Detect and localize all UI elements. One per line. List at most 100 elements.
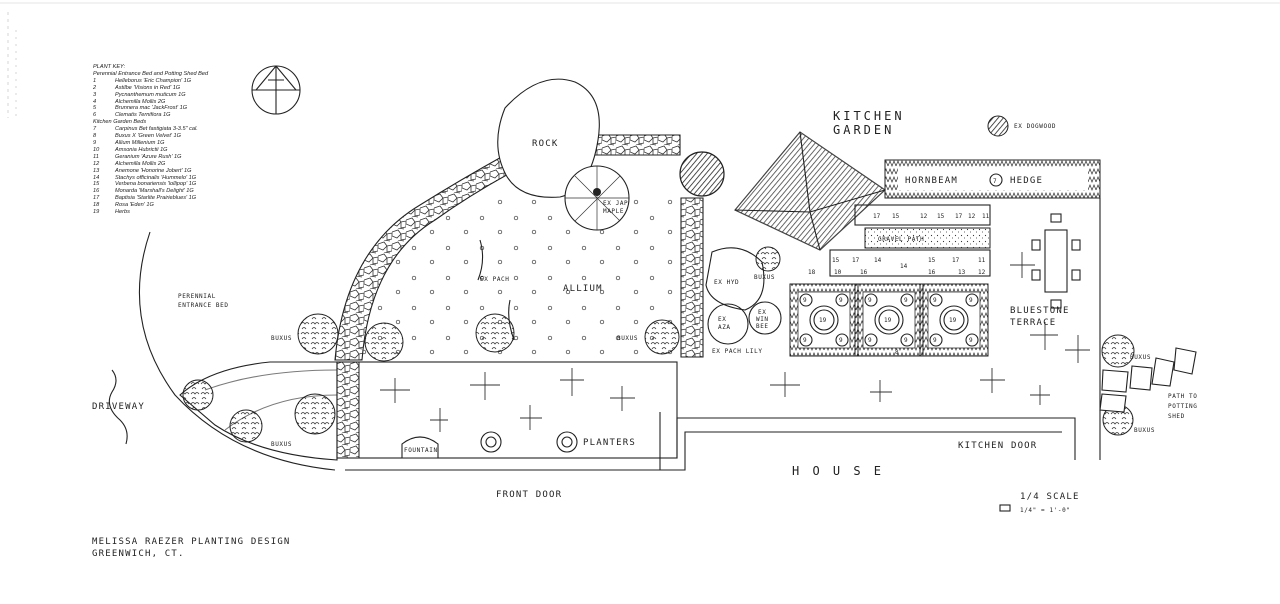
label-buxus-6: BUXUS xyxy=(1134,427,1155,434)
label-fountain: FOUNTAIN xyxy=(404,447,438,454)
margin-marks xyxy=(7,12,17,118)
label-ex-dogwood: EX DOGWOOD xyxy=(1014,123,1056,130)
front-step-wall xyxy=(336,361,360,459)
bed-number: 19 xyxy=(884,317,892,324)
label-bluestone: BLUESTONE xyxy=(1010,306,1070,316)
bed-number: 12 xyxy=(968,213,976,220)
label-terrace: TERRACE xyxy=(1010,318,1056,328)
label-rock: ROCK xyxy=(532,139,558,149)
planter-2 xyxy=(556,431,578,453)
label-driveway: DRIVEWAY xyxy=(92,402,145,412)
label-house: H O U S E xyxy=(792,464,884,478)
bed-number: 9 xyxy=(868,297,872,304)
bed-number: 15 xyxy=(832,257,840,264)
label-path-to: PATH TO xyxy=(1168,393,1198,400)
label-kitchen: KITCHEN xyxy=(833,109,905,123)
label-kitchen-door: KITCHEN DOOR xyxy=(958,441,1037,451)
label-location: GREENWICH, CT. xyxy=(92,549,185,559)
label-hedge: HEDGE xyxy=(1010,176,1043,186)
label-ex-win-bee-3: BEE xyxy=(756,323,769,330)
bed-number: 14 xyxy=(874,257,882,264)
label-designer: MELISSA RAEZER PLANTING DESIGN xyxy=(92,537,291,547)
plant-key: PLANT KEY: Perennial Entrance Bed and Po… xyxy=(93,64,333,216)
plant-key-section-1-heading: Perennial Entrance Bed and Potting Shed … xyxy=(93,70,209,77)
label-ex-win-bee-2: WIN xyxy=(756,316,769,323)
bed-number: 9 xyxy=(839,297,843,304)
scale-bar-icon xyxy=(999,504,1011,512)
bed-number: 14 xyxy=(900,263,908,270)
kitchen-beds xyxy=(789,204,991,357)
paving-crosses xyxy=(380,368,635,432)
bed-number: 9 xyxy=(933,337,937,344)
bed-number: 8 xyxy=(895,349,899,356)
kitchen-paving xyxy=(770,368,1050,405)
bed-number: 13 xyxy=(958,269,966,276)
bed-number: 17 xyxy=(952,257,960,264)
bed-number: 17 xyxy=(955,213,963,220)
pyramid-structure xyxy=(734,131,886,251)
label-perennial: PERENNIAL xyxy=(178,293,216,300)
label-scale: 1/4 SCALE xyxy=(1020,492,1080,502)
bed-number: 15 xyxy=(928,257,936,264)
label-ex-aza: EX xyxy=(718,316,726,323)
label-ex-hyd: EX HYD xyxy=(714,279,739,286)
driveway-leader xyxy=(108,369,128,445)
bed-number: 17 xyxy=(873,213,881,220)
bed-number: 9 xyxy=(969,337,973,344)
house-walls xyxy=(337,417,1076,460)
planter-1 xyxy=(480,431,502,453)
label-shed: SHED xyxy=(1168,413,1185,420)
bed-number: 9 xyxy=(803,337,807,344)
north-arrow-icon xyxy=(251,65,301,115)
label-hornbeam: HORNBEAM xyxy=(905,176,958,186)
stepping-stones xyxy=(1099,347,1197,413)
plant-key-section-2-heading: Kitchen Garden Beds xyxy=(93,119,147,126)
label-gravel-path: GRAVEL PATH xyxy=(878,236,924,243)
label-ex-jap-maple-2: MAPLE xyxy=(603,208,624,215)
label-hedge-num: 7 xyxy=(993,178,997,185)
bed-number: 9 xyxy=(868,337,872,344)
bed-number: 15 xyxy=(937,213,945,220)
label-front-door: FRONT DOOR xyxy=(496,490,562,500)
label-ex-jap-maple: EX JAP xyxy=(603,200,628,207)
bluestone-terrace xyxy=(1010,213,1090,363)
existing-dogwood xyxy=(987,115,1009,137)
bed-number: 16 xyxy=(928,269,936,276)
bed-number: 11 xyxy=(978,257,986,264)
buxus-shrubs xyxy=(182,313,1135,443)
existing-shrubs xyxy=(705,246,782,345)
driveway-edge xyxy=(138,231,336,471)
bed-number: 9 xyxy=(803,297,807,304)
bed-number: 19 xyxy=(819,317,827,324)
label-buxus-5: BUXUS xyxy=(1130,354,1151,361)
bed-number: 18 xyxy=(808,269,816,276)
label-ex-pach-lily: EX PACH LILY xyxy=(712,348,763,355)
allium-bed xyxy=(362,196,680,360)
gravel-path xyxy=(864,227,991,249)
label-buxus-3: BUXUS xyxy=(271,441,292,448)
label-buxus-1: BUXUS xyxy=(271,335,292,342)
bed-number: 12 xyxy=(920,213,928,220)
label-planters: PLANTERS xyxy=(583,438,636,448)
bed-number: 16 xyxy=(860,269,868,276)
plant-key-title: PLANT KEY: xyxy=(93,64,126,70)
bed-number: 15 xyxy=(892,213,900,220)
bed-number: 9 xyxy=(933,297,937,304)
label-ex-pach: EX PACH xyxy=(480,276,510,283)
